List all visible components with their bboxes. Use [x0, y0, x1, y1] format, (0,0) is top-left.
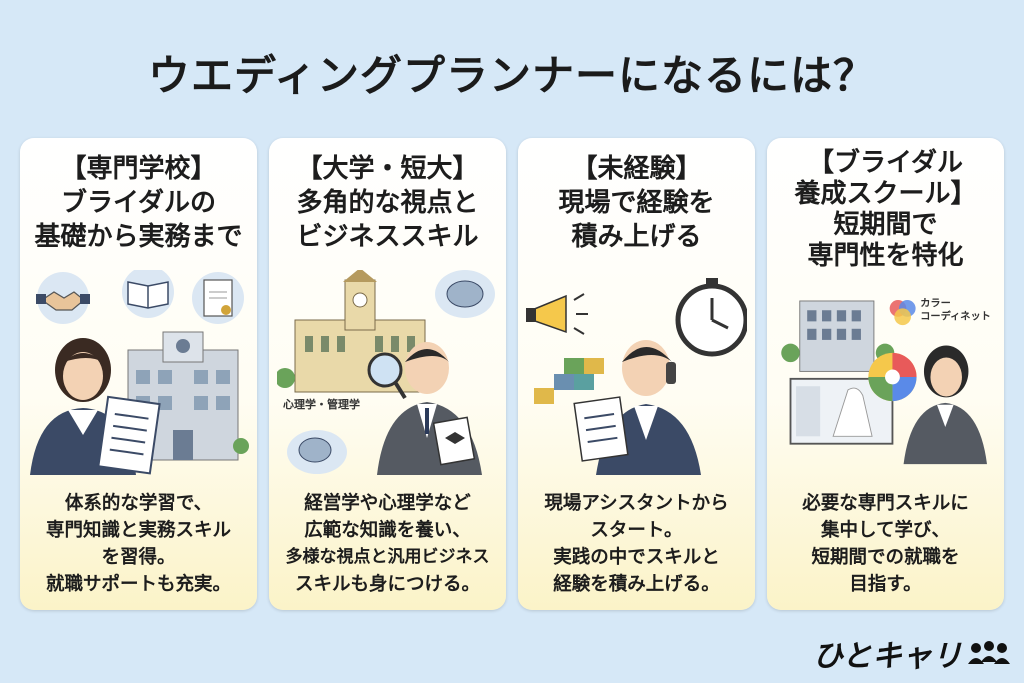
- heading-line: 積み上げる: [571, 222, 702, 252]
- body-line: 体系的な学習で、: [64, 493, 213, 514]
- card-heading: 【未経験】 現場で経験を 積み上げる: [524, 152, 749, 254]
- card-body: 必要な専門スキルに 集中して学び、 短期間での就職を 目指す。: [773, 490, 998, 598]
- body-line: 目指す。: [849, 574, 922, 595]
- body-line: 経営学や心理学など: [304, 493, 471, 514]
- book-icon: [122, 270, 174, 318]
- body-line: 多様な視点と汎用ビジネス: [285, 547, 490, 567]
- body-line: 集中して学び、: [821, 520, 950, 541]
- heading-line: 養成スクール】: [794, 179, 977, 209]
- checklist-clipboard-icon: [97, 395, 161, 475]
- body-line: 就職サポートも充実。: [45, 574, 231, 595]
- color-wheel-icon: [868, 352, 917, 402]
- body-line: 現場アシスタントから: [544, 493, 729, 514]
- handshake-icon: [36, 272, 90, 324]
- stopwatch-icon: [675, 278, 747, 357]
- psychology-management-label: 心理学・管理学: [283, 397, 360, 411]
- heading-line: 【大学・短大】: [296, 154, 479, 184]
- megaphone-icon: [526, 293, 588, 335]
- body-line: 広範な知識を養い、: [304, 520, 471, 541]
- card-heading: 【ブライダル 養成スクール】 短期間で 専門性を特化: [773, 148, 998, 272]
- bridal-school-illustration: カラー コーディネット: [781, 298, 991, 465]
- body-line: を習得。: [101, 547, 176, 568]
- cards-container: 【専門学校】 ブライダルの 基礎から実務まで: [20, 138, 1004, 610]
- brand-logo: ひとキャリ: [813, 631, 1012, 675]
- body-line: スタート。: [590, 520, 683, 541]
- inexperienced-illustration: [526, 278, 747, 475]
- brain-head-icon: [287, 430, 347, 474]
- graduation-folder-icon: [432, 416, 476, 466]
- page-title: ウエディングプランナーになるには？: [147, 51, 877, 100]
- body-line: 専門知識と実務スキル: [45, 520, 231, 541]
- heading-line: 【ブライダル: [808, 148, 963, 178]
- card-heading: 【専門学校】 ブライダルの 基礎から実務まで: [26, 152, 251, 254]
- card-body: 現場アシスタントから スタート。 実践の中でスキルと 経験を積み上げる。: [524, 490, 749, 598]
- color-circles-icon: [889, 300, 916, 326]
- university-building-icon: [277, 270, 426, 393]
- card-university: 【大学・短大】 多角的な視点と ビジネススキル 心理学・管理: [269, 138, 506, 610]
- certificate-icon: [192, 272, 244, 324]
- instructor-woman-icon: [903, 345, 987, 465]
- card-vocational-school: 【専門学校】 ブライダルの 基礎から実務まで: [20, 138, 257, 610]
- body-line: スキルも身につける。: [294, 574, 480, 595]
- checklist-paper-icon: [573, 396, 629, 462]
- body-line: 必要な専門スキルに: [802, 493, 969, 514]
- heading-line: 基礎から実務まで: [34, 222, 243, 252]
- body-line: 短期間での就職を: [811, 547, 960, 568]
- heading-line: 現場で経験を: [558, 188, 715, 218]
- heading-line: 多角的な視点と: [296, 188, 479, 218]
- heading-line: 専門性を特化: [807, 241, 964, 271]
- body-line: 経験を積み上げる。: [553, 574, 720, 595]
- card-body: 体系的な学習で、 専門知識と実務スキル を習得。 就職サポートも充実。: [26, 490, 251, 598]
- stacked-blocks-icon: [534, 358, 604, 404]
- people-icon: [968, 641, 1010, 664]
- card-inexperienced: 【未経験】 現場で経験を 積み上げる: [518, 138, 755, 610]
- body-line: 実践の中でスキルと: [553, 547, 720, 568]
- university-illustration: 心理学・管理学: [277, 270, 495, 475]
- vocational-school-illustration: [30, 270, 249, 475]
- heading-line: ブライダルの: [61, 188, 216, 218]
- heading-line: 短期間で: [833, 210, 938, 240]
- heading-line: ビジネススキル: [296, 222, 479, 252]
- brain-thought-icon: [435, 270, 495, 318]
- color-coordinate-label: カラー: [920, 298, 951, 310]
- card-body: 経営学や心理学など 広範な知識を養い、 多様な視点と汎用ビジネス スキルも身につ…: [275, 490, 500, 598]
- color-coordinate-label: コーディネット: [920, 310, 991, 323]
- heading-line: 【未経験】: [571, 154, 702, 184]
- brand-logo-text: ひとキャリ: [812, 639, 962, 674]
- card-heading: 【大学・短大】 多角的な視点と ビジネススキル: [275, 152, 500, 254]
- card-bridal-school: 【ブライダル 養成スクール】 短期間で 専門性を特化 カラー コーディネット: [767, 138, 1004, 610]
- heading-line: 【専門学校】: [60, 154, 217, 184]
- school-building-icon: [781, 300, 895, 372]
- magnifying-glass-icon: [367, 352, 407, 400]
